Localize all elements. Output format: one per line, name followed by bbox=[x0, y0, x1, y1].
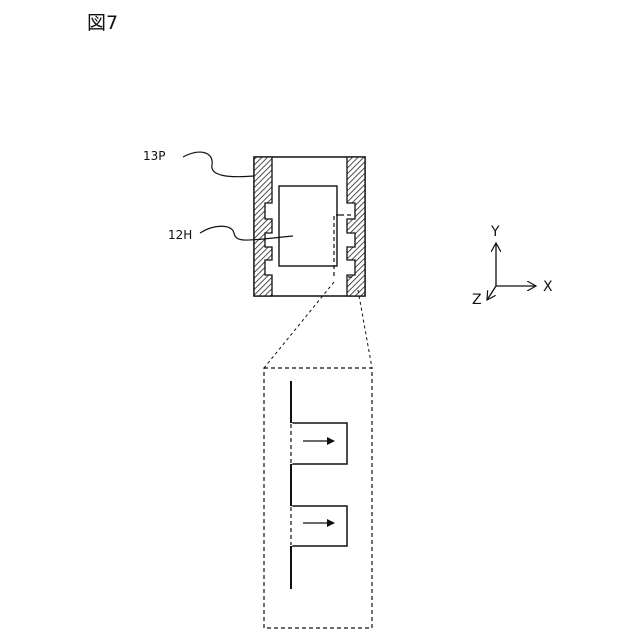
left-wall bbox=[254, 157, 272, 296]
axis-label-z: Z bbox=[472, 292, 482, 308]
upper-notch bbox=[291, 423, 347, 464]
axes-indicator: Y X Z bbox=[472, 224, 553, 308]
label-13p: 13P bbox=[143, 149, 166, 163]
detail-view bbox=[264, 368, 372, 628]
axis-label-x: X bbox=[543, 279, 553, 295]
inner-element-12h bbox=[279, 186, 337, 266]
leader-13p bbox=[183, 152, 254, 177]
z-axis-arrow bbox=[487, 286, 496, 300]
right-wall bbox=[347, 157, 365, 296]
axis-label-y: Y bbox=[490, 224, 500, 240]
lower-notch bbox=[291, 506, 347, 546]
label-12h: 12H bbox=[168, 228, 192, 242]
zoom-leader-right bbox=[358, 290, 372, 368]
